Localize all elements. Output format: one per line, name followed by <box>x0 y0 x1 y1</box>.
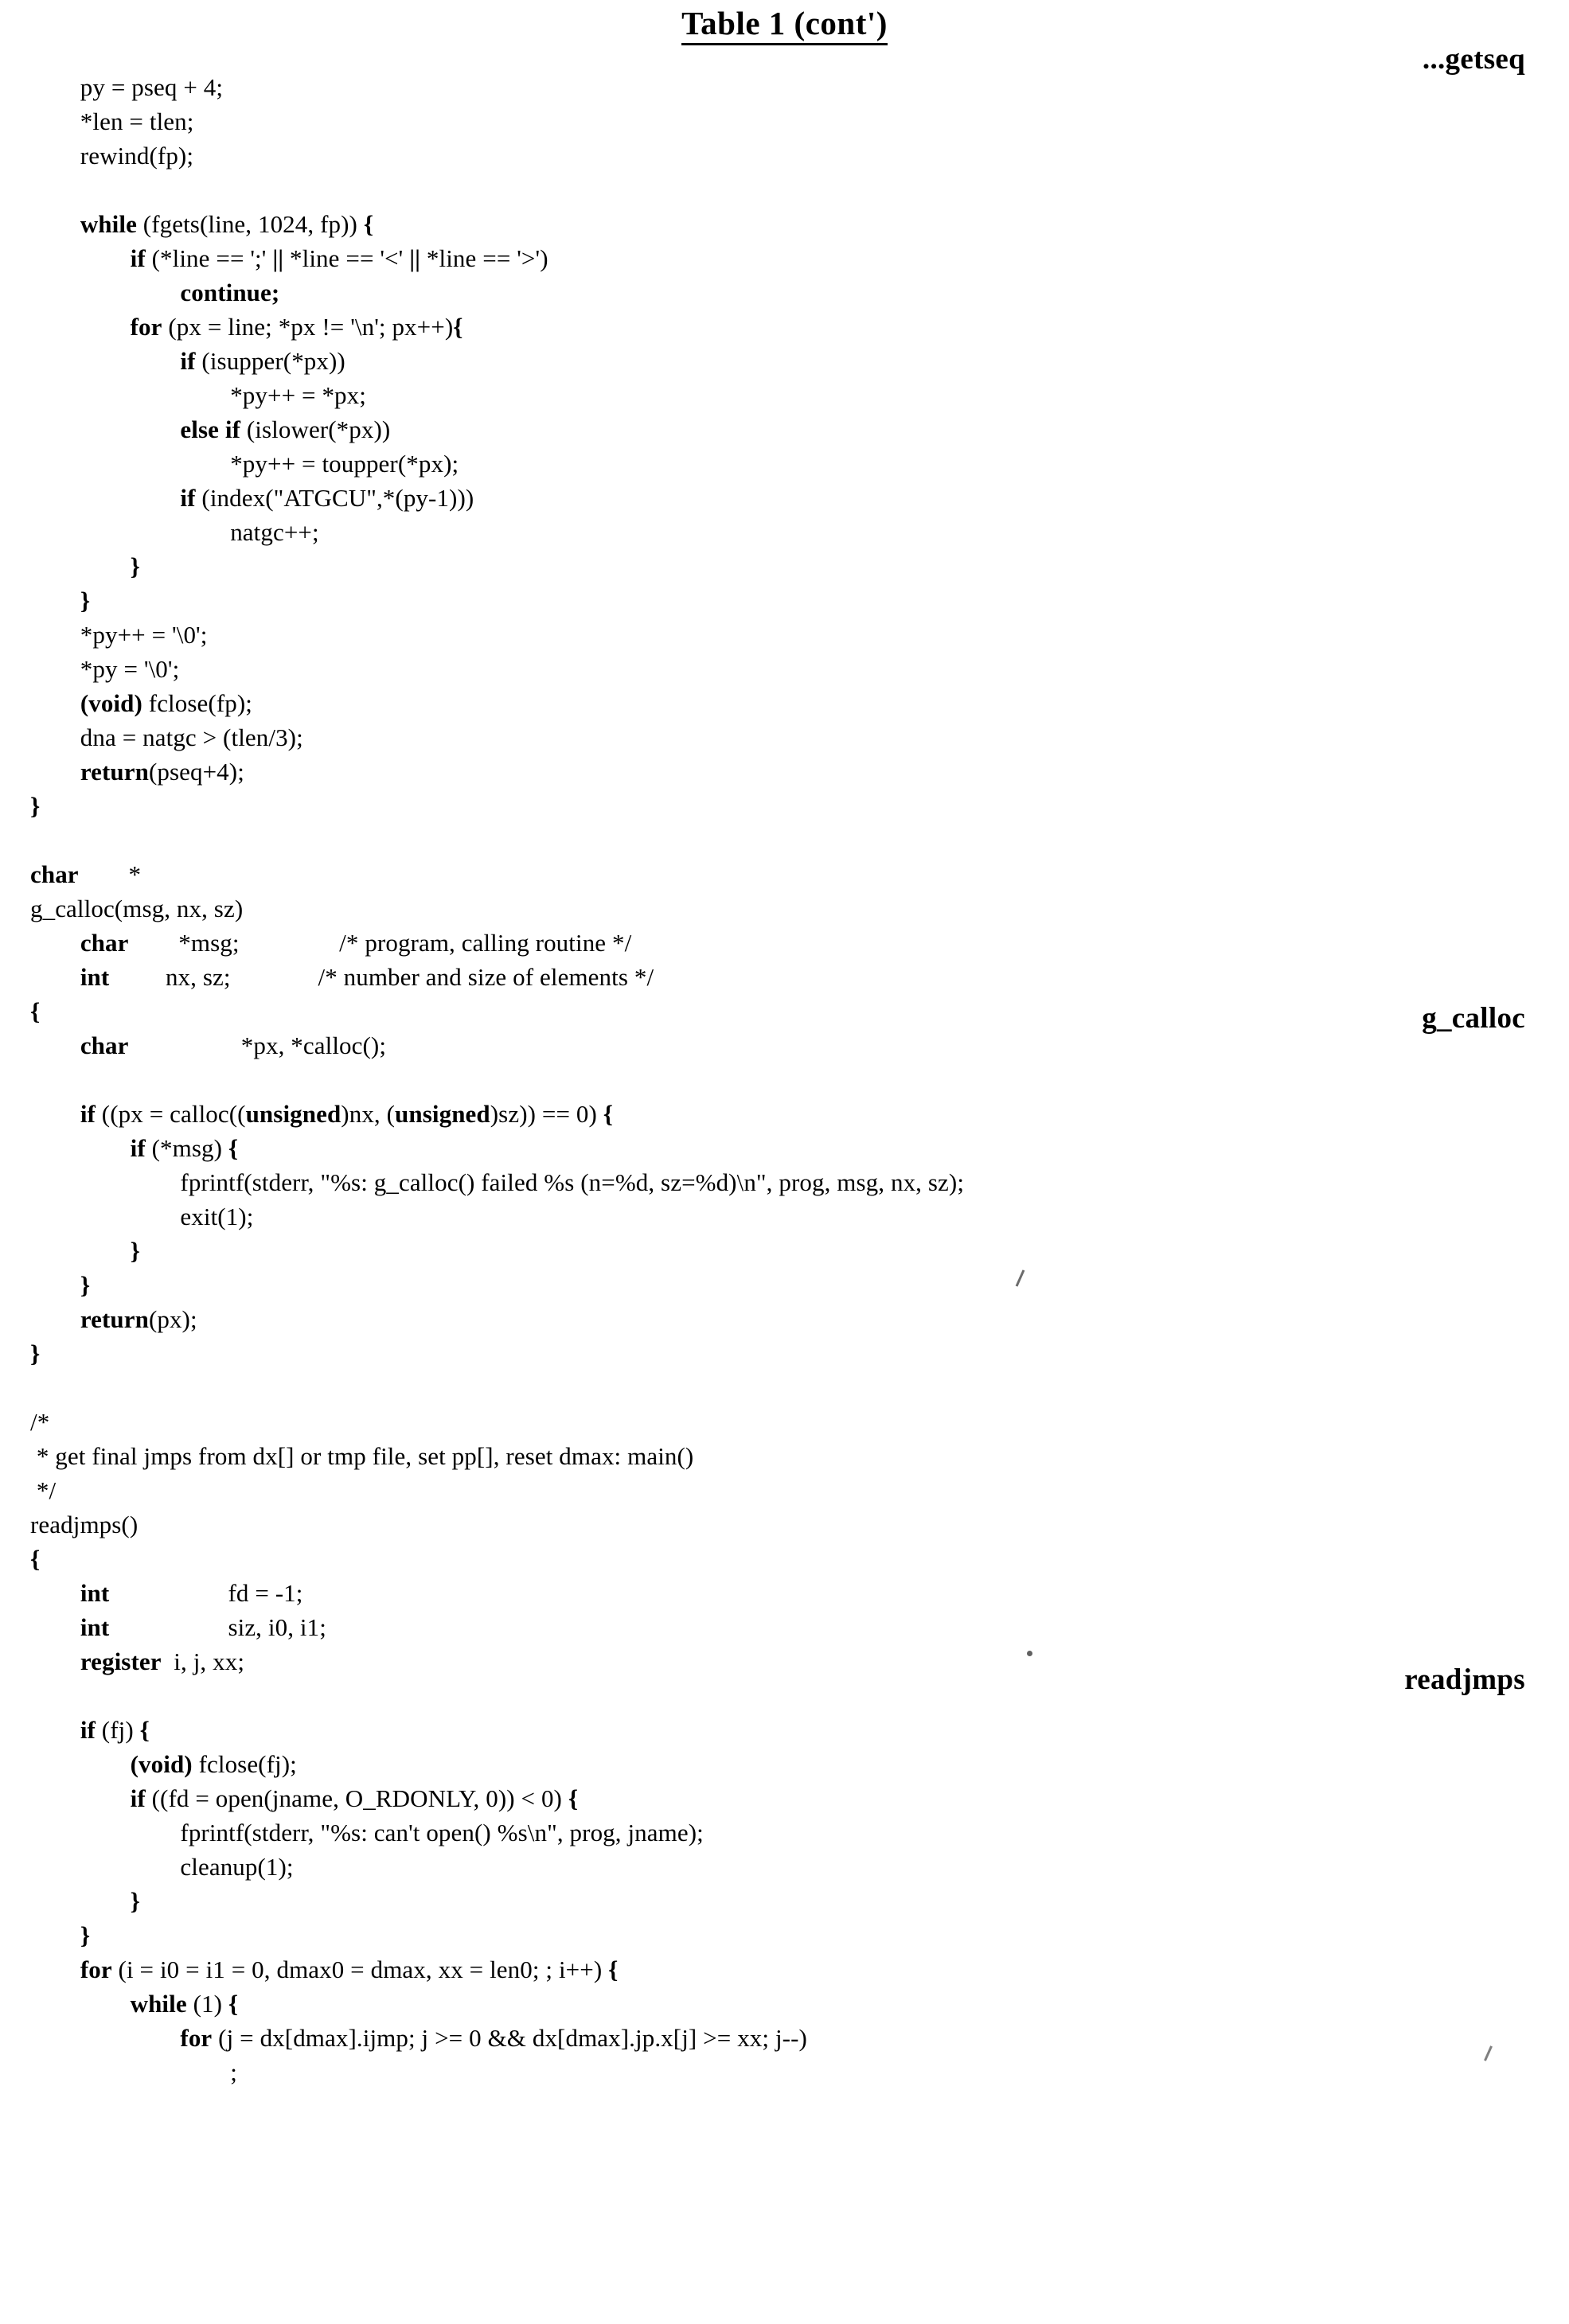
code-line: return(px); <box>80 1305 197 1333</box>
code-line: py = pseq + 4; <box>30 73 224 101</box>
code-line: g_calloc(msg, nx, sz) <box>30 895 244 922</box>
code-line: } <box>130 552 140 580</box>
code-line: } <box>130 1887 140 1915</box>
code-line: int fd = -1; <box>80 1579 303 1607</box>
code-line: for (px = line; *px != '\n'; px++){ <box>130 313 463 341</box>
page-title: Table 1 (cont') <box>681 5 888 46</box>
margin-label-readjmps: readjmps <box>1404 1663 1525 1696</box>
code-line: cleanup(1); <box>30 1853 294 1881</box>
code-line <box>0 1371 1569 1405</box>
code-line: if (isupper(*px)) <box>180 347 345 375</box>
code-line: int nx, sz; /* number and size of elemen… <box>80 963 654 991</box>
code-line: natgc++; <box>30 518 319 546</box>
code-line: char * <box>30 860 142 888</box>
code-line: ; <box>30 2058 237 2086</box>
code-line: } <box>80 1921 91 1949</box>
page-title-container: Table 1 (cont') <box>0 5 1569 46</box>
code-line: * get final jmps from dx[] or tmp file, … <box>30 1442 694 1470</box>
code-line: *py++ = '\0'; <box>30 621 208 649</box>
code-line: if (fj) { <box>80 1716 150 1744</box>
code-line: } <box>80 1271 91 1299</box>
code-line: fprintf(stderr, "%s: can't open() %s\n",… <box>30 1819 704 1846</box>
margin-label-getseq: ...getseq <box>1422 43 1525 76</box>
code-line: *len = tlen; <box>30 107 194 135</box>
code-line: else if (islower(*px)) <box>180 415 391 443</box>
code-listing: py = pseq + 4; *len = tlen; rewind(fp); … <box>0 70 1569 2089</box>
code-line <box>0 1063 1569 1097</box>
code-line <box>0 1679 1569 1713</box>
code-line: char *msg; /* program, calling routine *… <box>80 929 632 957</box>
code-line: { <box>30 1545 41 1573</box>
code-line: if (index("ATGCU",*(py-1))) <box>180 484 474 512</box>
code-line: (void) fclose(fj); <box>130 1750 297 1778</box>
code-line: rewind(fp); <box>30 142 194 170</box>
margin-label-g-calloc: g_calloc <box>1422 1002 1525 1035</box>
code-line: dna = natgc > (tlen/3); <box>30 723 303 751</box>
code-line: char *px, *calloc(); <box>80 1031 387 1059</box>
code-line: register i, j, xx; <box>80 1647 245 1675</box>
code-line: for (i = i0 = i1 = 0, dmax0 = dmax, xx =… <box>80 1956 619 1983</box>
code-line: int siz, i0, i1; <box>80 1613 326 1641</box>
code-line: } <box>30 792 41 820</box>
code-line: } <box>30 1339 41 1367</box>
code-line: } <box>130 1237 140 1265</box>
code-line: for (j = dx[dmax].ijmp; j >= 0 && dx[dma… <box>180 2024 807 2052</box>
code-line: */ <box>30 1476 57 1504</box>
code-line: (void) fclose(fp); <box>80 689 252 717</box>
code-line: continue; <box>180 279 280 306</box>
code-line: if (*msg) { <box>130 1134 239 1162</box>
code-line <box>0 823 1569 857</box>
code-line: if ((fd = open(jname, O_RDONLY, 0)) < 0)… <box>130 1784 579 1812</box>
code-line: while (fgets(line, 1024, fp)) { <box>80 210 374 238</box>
code-line: readjmps() <box>30 1511 139 1538</box>
code-line: *py++ = toupper(*px); <box>30 450 459 478</box>
code-line: if ((px = calloc((unsigned)nx, (unsigned… <box>80 1100 614 1128</box>
code-line: if (*line == ';' || *line == '<' || *lin… <box>130 244 548 272</box>
code-line: /* <box>30 1408 50 1436</box>
code-line: while (1) { <box>130 1990 239 2018</box>
code-line: *py++ = *px; <box>30 381 366 409</box>
code-line: } <box>80 587 91 614</box>
code-line <box>0 173 1569 207</box>
code-line: return(pseq+4); <box>80 758 244 786</box>
code-line: *py = '\0'; <box>30 655 180 683</box>
code-line: fprintf(stderr, "%s: g_calloc() failed %… <box>30 1168 965 1196</box>
code-line: exit(1); <box>30 1203 254 1230</box>
code-line: { <box>30 997 41 1025</box>
